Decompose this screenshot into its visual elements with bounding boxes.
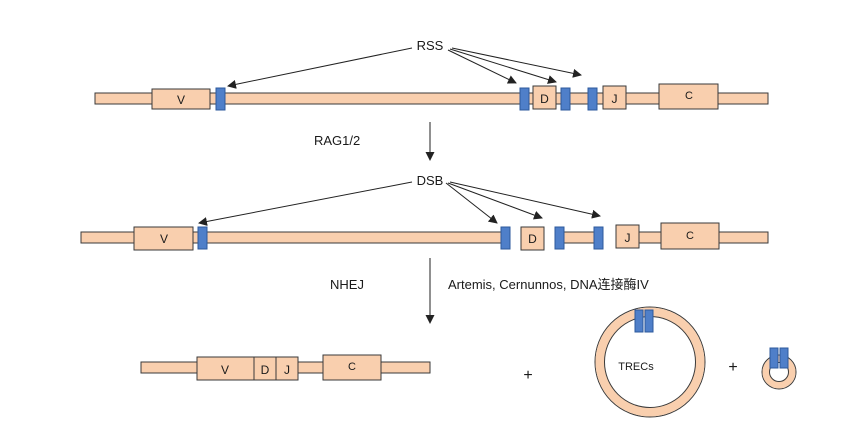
nhej-label: NHEJ: [330, 277, 364, 292]
dsb-c-segment: [660, 222, 720, 250]
germline-v-segment: [151, 88, 211, 110]
dsb-dna-row: V D J C: [80, 222, 769, 251]
germline-rss-d-right: [560, 87, 571, 111]
dsb-rss-d-right: [554, 226, 565, 250]
trecs-label: TRECs: [618, 361, 654, 373]
trec-circle-small: [761, 347, 797, 390]
dsb-arrow-to-d: [447, 182, 543, 220]
germline-strand: [94, 92, 769, 105]
dsb-pointer-arrows: [198, 181, 601, 226]
recombined-v-label: V: [221, 363, 229, 377]
small-trec-rss-right: [779, 347, 789, 369]
dsb-j-label: J: [625, 231, 631, 245]
dsb-arrow-to-v: [198, 181, 413, 226]
dsb-d-segment: [520, 226, 545, 251]
dsb-label: DSB: [417, 173, 444, 188]
recombined-d-label: D: [261, 363, 270, 377]
recombined-c-segment: [322, 354, 382, 381]
germline-rss-d-left: [519, 87, 530, 111]
dsb-rss-d-left: [500, 226, 511, 250]
germline-rss-v: [215, 87, 226, 111]
small-trec-rss-left: [769, 347, 779, 369]
germline-c-segment: [658, 83, 719, 110]
dsb-arrow-to-j: [449, 181, 601, 219]
trec-rss-left: [634, 309, 644, 333]
dsb-c-label: C: [686, 230, 694, 242]
germline-d-label: D: [540, 92, 549, 106]
dsb-rss-v: [197, 226, 208, 250]
dsb-v-segment: [133, 226, 194, 251]
trec-circle-large: TRECs: [594, 306, 706, 418]
dsb-arrow-to-d-left: [445, 182, 498, 224]
dsb-v-label: V: [160, 232, 168, 246]
trec-rss-right: [644, 309, 654, 333]
germline-dna-row: V D J C: [94, 83, 769, 111]
germline-j-segment: [602, 85, 627, 110]
recombined-c-label: C: [348, 361, 356, 373]
rss-arrow-to-j: [451, 47, 582, 78]
rss-pointer-arrows: [227, 47, 582, 89]
rss-arrow-to-d-left: [447, 49, 517, 84]
nhej-enzymes-label: Artemis, Cernunnos, DNA连接酶IV: [448, 277, 649, 292]
germline-v-label: V: [177, 93, 185, 107]
plus-sign-2: +: [728, 359, 737, 376]
dsb-d-label: D: [528, 232, 537, 246]
germline-j-label: J: [612, 92, 618, 106]
rss-label: RSS: [417, 38, 444, 53]
recombined-j-label: J: [284, 363, 290, 377]
rss-arrow-to-v: [227, 47, 413, 89]
rss-arrow-to-d-right: [449, 48, 557, 84]
recombined-dna-row: V D J C: [140, 354, 431, 381]
plus-sign-1: +: [523, 367, 532, 384]
recombined-j-segment: [275, 356, 299, 381]
germline-d-segment: [532, 85, 557, 110]
germline-rss-j: [587, 87, 598, 111]
dsb-rss-j: [593, 226, 604, 250]
germline-c-label: C: [685, 90, 693, 102]
rag-label: RAG1/2: [314, 133, 360, 148]
